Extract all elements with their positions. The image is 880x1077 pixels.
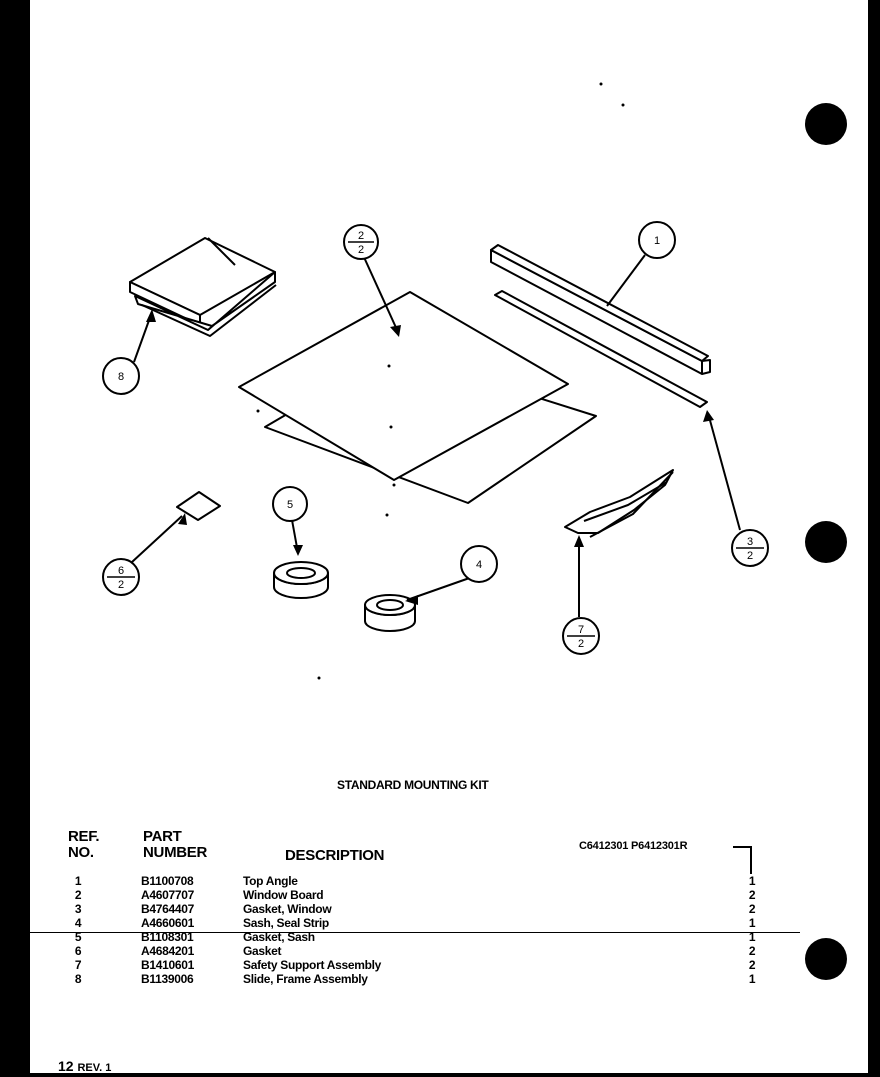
callout-8-label: 8 xyxy=(118,371,124,383)
top-angle-drawing xyxy=(490,244,711,375)
callout-4 xyxy=(460,545,498,583)
description-cell: Gasket, Sash xyxy=(243,930,315,944)
part-header-line2: NUMBER xyxy=(143,844,208,861)
description-header: DESCRIPTION xyxy=(285,847,385,864)
qty-cell: 2 xyxy=(748,958,756,972)
kit-title: STANDARD MOUNTING KIT xyxy=(337,778,489,792)
ref-header-line1: REF. xyxy=(68,828,100,845)
ref-cell: 1 xyxy=(74,874,82,888)
callout-8 xyxy=(102,357,140,395)
description-cell: Top Angle xyxy=(243,874,298,888)
parts-sheet: 8 2 2 1 3 2 4 5 6 2 7 2 STANDARD MOUNTIN… xyxy=(30,0,868,1074)
callout-7-denominator: 2 xyxy=(578,638,584,650)
part-number-header: PART NUMBER xyxy=(143,829,207,861)
model-column-bracket xyxy=(733,846,752,874)
part-number-cell: B1139006 xyxy=(141,972,194,986)
callout-2-denominator: 2 xyxy=(358,244,364,256)
ref-cell: 8 xyxy=(74,972,82,986)
table-row: 7 B1410601 Safety Support Assembly 2 xyxy=(30,958,868,972)
description-cell: Sash, Seal Strip xyxy=(243,916,329,930)
description-cell: Gasket, Window xyxy=(243,902,332,916)
qty-cell: 2 xyxy=(748,888,756,902)
binder-hole-top xyxy=(805,103,847,145)
description-cell: Safety Support Assembly xyxy=(243,958,382,972)
gasket-window-drawing xyxy=(494,290,708,408)
binder-hole-middle xyxy=(805,521,847,563)
description-cell: Slide, Frame Assembly xyxy=(243,972,368,986)
callout-6-denominator: 2 xyxy=(118,579,124,591)
slide-frame-assembly-drawing xyxy=(129,237,277,337)
table-row: 4 A4660601 Sash, Seal Strip 1 xyxy=(30,916,868,930)
callout-5 xyxy=(272,486,308,522)
callout-6-numerator: 6 xyxy=(118,565,124,577)
description-cell: Window Board xyxy=(243,888,324,902)
part-number-cell: B4764407 xyxy=(141,902,194,916)
part-number-cell: B1410601 xyxy=(141,958,194,972)
page-number: 12 xyxy=(58,1058,74,1074)
callout-7-numerator: 7 xyxy=(578,624,584,636)
ref-header-line2: NO. xyxy=(68,844,94,861)
callout-3-denominator: 2 xyxy=(747,550,753,562)
qty-cell: 1 xyxy=(748,972,756,986)
sash-seal-strip-roll-drawing xyxy=(364,594,416,632)
part-number-cell: A4660601 xyxy=(141,916,194,930)
table-row: 2 A4607707 Window Board 2 xyxy=(30,888,868,902)
ref-cell: 6 xyxy=(74,944,82,958)
strike-line xyxy=(30,932,800,933)
part-header-line1: PART xyxy=(143,828,182,845)
ref-no-header: REF. NO. xyxy=(68,828,100,861)
qty-cell: 2 xyxy=(748,944,756,958)
table-row: 5 B1108301 Gasket, Sash 1 xyxy=(30,930,868,944)
ref-cell: 7 xyxy=(74,958,82,972)
binder-hole-bottom xyxy=(805,938,847,980)
ref-cell: 2 xyxy=(74,888,82,902)
ref-cell: 3 xyxy=(74,902,82,916)
qty-cell: 2 xyxy=(748,902,756,916)
description-cell: Gasket xyxy=(243,944,282,958)
table-row: 6 A4684201 Gasket 2 xyxy=(30,944,868,958)
gasket-square-drawing xyxy=(176,491,221,521)
callout-1-label: 1 xyxy=(654,235,660,247)
table-row: 1 B1100708 Top Angle 1 xyxy=(30,874,868,888)
ref-cell: 4 xyxy=(74,916,82,930)
callout-5-label: 5 xyxy=(287,499,293,511)
safety-support-drawing xyxy=(564,469,674,538)
sash-gasket-roll-drawing xyxy=(273,561,329,599)
callout-2-numerator: 2 xyxy=(358,230,364,242)
window-board-drawing xyxy=(238,291,597,504)
part-number-cell: A4684201 xyxy=(141,944,194,958)
callout-3-numerator: 3 xyxy=(747,536,753,548)
page-footer: 12 REV. 1 xyxy=(58,1058,111,1074)
ref-cell: 5 xyxy=(74,930,82,944)
model-codes: C6412301 P6412301R xyxy=(579,840,688,852)
qty-cell: 1 xyxy=(748,930,756,944)
callout-4-label: 4 xyxy=(476,559,482,571)
qty-cell: 1 xyxy=(748,916,756,930)
qty-cell: 1 xyxy=(748,874,756,888)
part-number-cell: B1100708 xyxy=(141,874,194,888)
part-number-cell: B1108301 xyxy=(141,930,194,944)
table-row: 8 B1139006 Slide, Frame Assembly 1 xyxy=(30,972,868,986)
exploded-parts-diagram: 8 2 2 1 3 2 4 5 6 2 7 2 xyxy=(102,82,769,680)
callout-1 xyxy=(638,221,676,259)
table-row: 3 B4764407 Gasket, Window 2 xyxy=(30,902,868,916)
revision-label: REV. 1 xyxy=(77,1062,112,1074)
part-number-cell: A4607707 xyxy=(141,888,194,902)
